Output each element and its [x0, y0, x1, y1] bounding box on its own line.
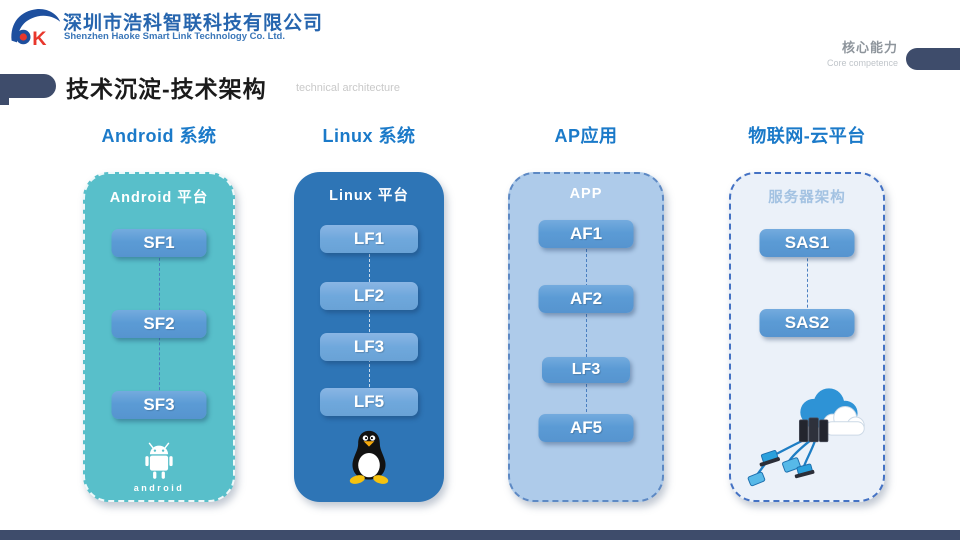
tux-penguin-icon — [349, 430, 389, 484]
node-sas2: SAS2 — [759, 309, 855, 337]
column-header-iot: 物联网-云平台 — [748, 126, 866, 146]
panel-title: 服务器架构 — [768, 190, 846, 206]
panel-title: APP — [569, 186, 603, 202]
title-pill-decoration — [0, 74, 56, 98]
node-lf3-app: LF3 — [542, 357, 630, 383]
corner-tag: 核心能力 Core competence — [827, 37, 898, 68]
node-af2: AF2 — [538, 285, 634, 313]
node-lf3: LF3 — [320, 333, 418, 361]
node-lf2: LF2 — [320, 282, 418, 310]
svg-text:K: K — [32, 28, 47, 50]
company-logo-icon: K — [11, 9, 61, 50]
cloud-network-icon — [747, 388, 865, 487]
panel-title: Android 平台 — [109, 190, 209, 206]
column-header-linux: Linux 系统 — [322, 126, 416, 146]
footer-bar-decoration — [0, 530, 960, 540]
node-sf3: SF3 — [111, 391, 207, 419]
node-sf1: SF1 — [111, 229, 207, 257]
panel-android-platform: Android 平台 SF1 SF2 SF3 android — [83, 172, 235, 502]
corner-tag-en: Core competence — [826, 58, 898, 68]
page-subtitle: technical architecture — [296, 82, 400, 94]
company-name-cn: 深圳市浩科智联科技有限公司 — [63, 13, 324, 34]
panel-app: APP AF1 AF2 LF3 AF5 — [508, 172, 664, 502]
connector-line — [807, 243, 808, 323]
column-header-ap: AP应用 — [554, 126, 618, 146]
node-af1: AF1 — [538, 220, 634, 248]
android-robot-icon — [145, 442, 173, 479]
panel-linux-platform: Linux 平台 LF1 LF2 LF3 LF5 — [294, 172, 444, 502]
node-sas1: SAS1 — [759, 229, 855, 257]
node-lf1: LF1 — [320, 225, 418, 253]
panel-title: Linux 平台 — [329, 188, 409, 204]
column-header-android: Android 系统 — [101, 126, 217, 146]
title-square-decoration — [0, 92, 9, 105]
node-af5: AF5 — [538, 414, 634, 442]
corner-tag-cn: 核心能力 — [841, 40, 898, 55]
panel-server-architecture: 服务器架构 SAS1 SAS2 — [729, 172, 885, 502]
node-sf2: SF2 — [111, 310, 207, 338]
corner-pill-decoration — [906, 48, 960, 70]
page-title: 技术沉淀-技术架构 — [66, 76, 267, 102]
android-wordmark: android — [133, 483, 185, 493]
connector-line — [586, 234, 587, 427]
company-name-en: Shenzhen Haoke Smart Link Technology Co.… — [64, 31, 285, 42]
connector-line — [369, 239, 370, 402]
node-lf5: LF5 — [320, 388, 418, 416]
